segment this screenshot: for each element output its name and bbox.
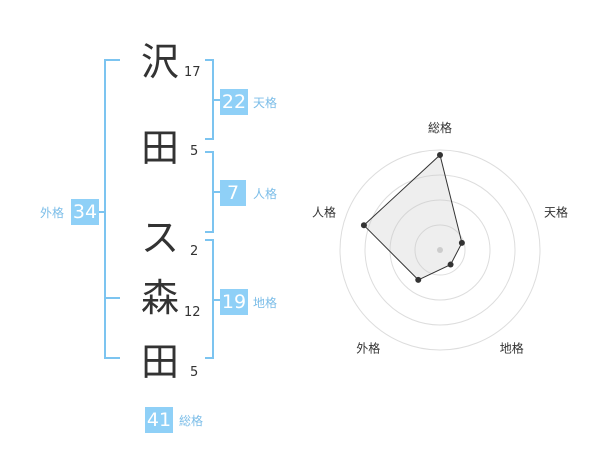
radar-center-dot	[437, 247, 443, 253]
radar-axis-label-4: 外格	[356, 341, 380, 356]
radar-axis-label-5: 人格	[312, 204, 336, 219]
radar-point-3	[447, 261, 454, 268]
chikaku-label: 地格	[253, 296, 278, 310]
jinkaku-value-badge: 7	[220, 180, 246, 206]
name-char-1: 沢	[140, 40, 179, 84]
radar-point-2	[458, 239, 465, 246]
chikaku-value-badge: 19	[220, 289, 248, 315]
radar-ring-4	[339, 149, 541, 351]
stroke-count-1: 17	[184, 65, 201, 80]
radar-ring-2	[389, 199, 491, 301]
radar-ring-3	[364, 174, 516, 326]
radar-axis-label-3: 地格	[500, 341, 524, 356]
radar-ring-1	[414, 224, 466, 276]
tenkaku-value-badge: 22	[220, 89, 248, 115]
stroke-count-5: 5	[190, 365, 199, 380]
radar-point-1	[437, 152, 443, 158]
name-char-3: ス	[140, 216, 179, 260]
radar-axis-label-2: 天格	[544, 204, 568, 219]
name-char-4: 森	[140, 276, 179, 320]
gaikaku-bracket	[104, 59, 120, 359]
name-char-2: 田	[140, 126, 179, 170]
jinkaku-label: 人格	[253, 187, 278, 201]
stroke-count-3: 2	[190, 244, 199, 259]
gaikaku-label: 外格	[40, 206, 65, 220]
soukaku-value-badge: 41	[145, 407, 173, 433]
radar-axis-label-1: 総格	[428, 120, 452, 135]
gaikaku-value-badge: 34	[71, 199, 99, 225]
stroke-count-2: 5	[190, 144, 199, 159]
stroke-count-4: 12	[184, 305, 201, 320]
radar-point-5	[360, 222, 367, 229]
tenkaku-label: 天格	[253, 96, 278, 110]
soukaku-label: 総格	[179, 414, 204, 428]
radar-data-polygon	[363, 154, 463, 281]
name-char-5: 田	[140, 340, 179, 384]
radar-point-4	[415, 276, 422, 283]
